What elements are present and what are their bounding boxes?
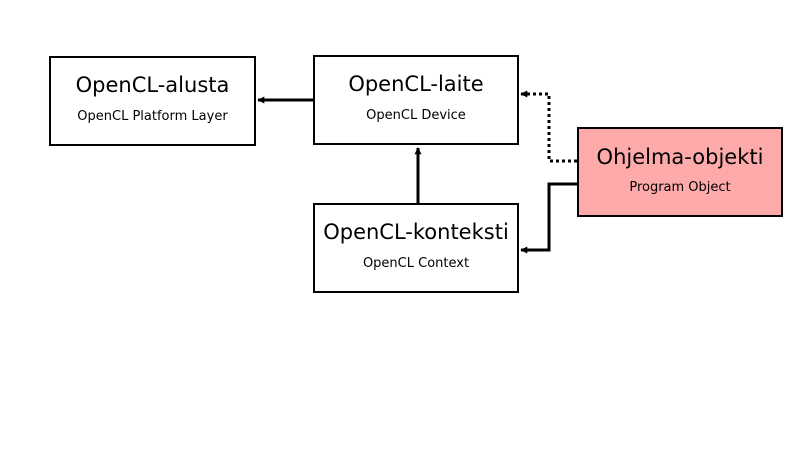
node-context-subtitle: OpenCL Context: [362, 256, 470, 271]
node-platform: OpenCL-alusta OpenCL Platform Layer: [49, 56, 256, 146]
node-context-title: OpenCL-konteksti: [323, 220, 509, 244]
edge-program-to-device: [520, 90, 577, 163]
node-platform-subtitle: OpenCL Platform Layer: [77, 109, 228, 124]
node-device: OpenCL-laite OpenCL Device: [313, 55, 519, 145]
node-platform-title: OpenCL-alusta: [75, 73, 230, 97]
node-program: Ohjelma-objekti Program Object: [577, 127, 783, 217]
node-program-title: Ohjelma-objekti: [596, 145, 764, 169]
node-device-subtitle: OpenCL Device: [366, 108, 466, 123]
edge-program-to-context: [520, 182, 577, 254]
node-program-subtitle: Program Object: [629, 180, 731, 195]
node-device-title: OpenCL-laite: [348, 72, 484, 96]
node-context: OpenCL-konteksti OpenCL Context: [313, 203, 519, 293]
